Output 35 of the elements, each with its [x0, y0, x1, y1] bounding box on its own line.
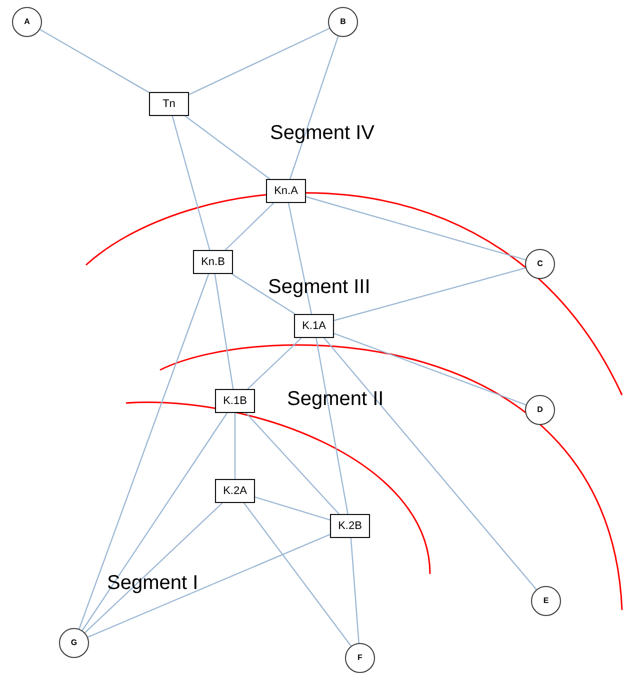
connector-line	[246, 412, 340, 514]
connector-line	[288, 202, 312, 314]
box-node: Tn	[149, 92, 189, 116]
connector-line	[214, 274, 234, 390]
connector-line	[232, 274, 296, 314]
segment-label: Segment III	[268, 277, 370, 297]
connector-line	[224, 202, 274, 250]
connector-line	[334, 332, 526, 406]
segment-label: Segment I	[107, 573, 198, 593]
connector-line	[88, 534, 330, 638]
connector-line	[334, 267, 526, 322]
box-node: K.2A	[215, 479, 255, 503]
connector-line	[306, 196, 526, 260]
box-node: K.1A	[294, 314, 334, 338]
box-node: Kn.B	[193, 250, 233, 274]
connector-line	[234, 413, 236, 479]
connector-line	[82, 412, 228, 631]
segment-label: Segment II	[287, 389, 384, 409]
connector-line	[247, 338, 302, 390]
connector-line	[40, 28, 150, 93]
connector-line	[254, 496, 330, 520]
box-node: K.2B	[330, 514, 370, 538]
connector-line	[350, 538, 360, 644]
connector-line	[84, 502, 223, 634]
connector-line	[324, 338, 537, 590]
connector-line	[188, 28, 330, 96]
connector-line	[172, 116, 210, 250]
connector-line	[184, 116, 270, 180]
box-node: K.1B	[215, 389, 255, 413]
connector-line	[316, 338, 348, 514]
box-node: Kn.A	[266, 179, 306, 203]
connector-line	[244, 502, 352, 646]
connector-line	[78, 274, 210, 630]
segment-label: Segment IV	[270, 123, 375, 143]
connector-line	[289, 36, 339, 180]
